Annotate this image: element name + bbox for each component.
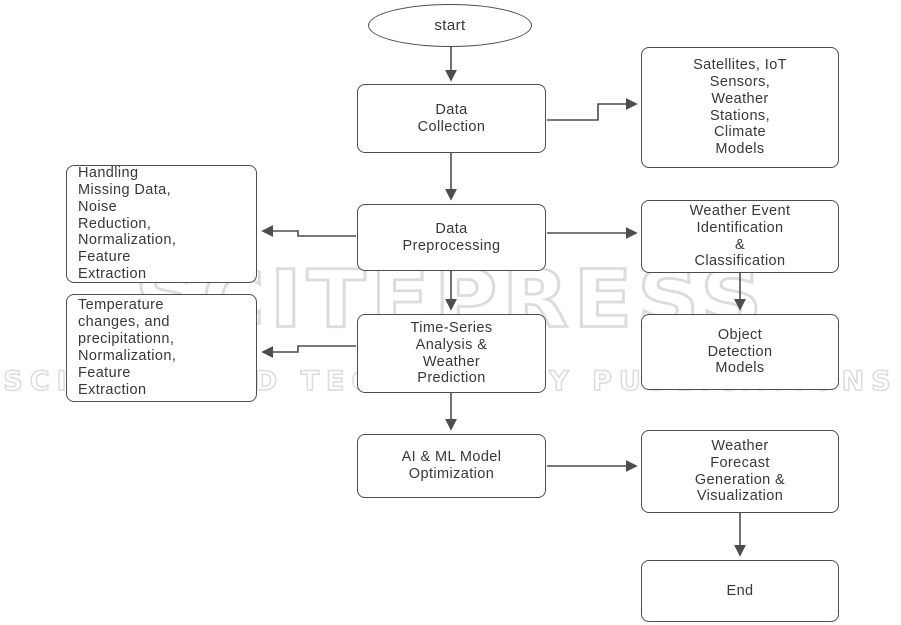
node-data-collection: Data Collection [357,84,546,153]
node-temperature-changes: Temperature changes, and precipitationn,… [66,294,257,402]
edge-preprocessing-to-handling-missing [261,225,356,237]
edge-time-series-to-temperature [261,345,356,358]
edge-data-collection-to-satellites [547,98,638,121]
node-time-series-analysis: Time-Series Analysis & Weather Predictio… [357,314,546,393]
node-data-preprocessing: Data Preprocessing [357,204,546,271]
node-ai-ml-optimization: AI & ML Model Optimization [357,434,546,498]
node-weather-forecast-generation: Weather Forecast Generation & Visualizat… [641,430,839,513]
node-start: start [368,4,532,47]
node-satellites-sources: Satellites, IoT Sensors, Weather Station… [641,47,839,168]
node-end: End [641,560,839,622]
node-object-detection-models: Object Detection Models [641,314,839,390]
node-handling-missing-data: Handling Missing Data, Noise Reduction, … [66,165,257,283]
node-weather-event-identification: Weather Event Identification & Classific… [641,200,839,273]
